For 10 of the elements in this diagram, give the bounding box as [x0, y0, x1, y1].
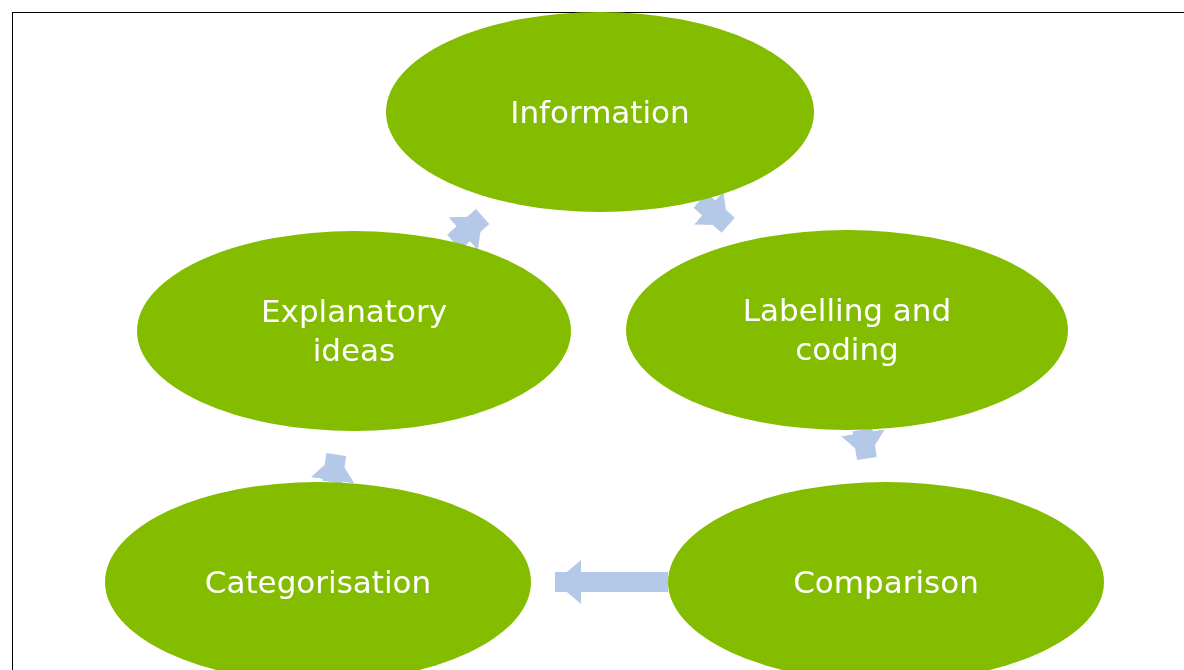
- block-arrow: [555, 560, 668, 604]
- block-arrow: [693, 191, 735, 233]
- node-label: Information: [510, 92, 690, 132]
- node-label: Labelling and coding: [741, 291, 953, 369]
- block-arrow: [447, 209, 490, 251]
- node-label: Comparison: [793, 562, 979, 602]
- block-arrow: [310, 453, 355, 484]
- node-label: Explanatory ideas: [259, 292, 449, 370]
- block-arrow: [841, 428, 885, 461]
- node-label: Categorisation: [204, 562, 432, 602]
